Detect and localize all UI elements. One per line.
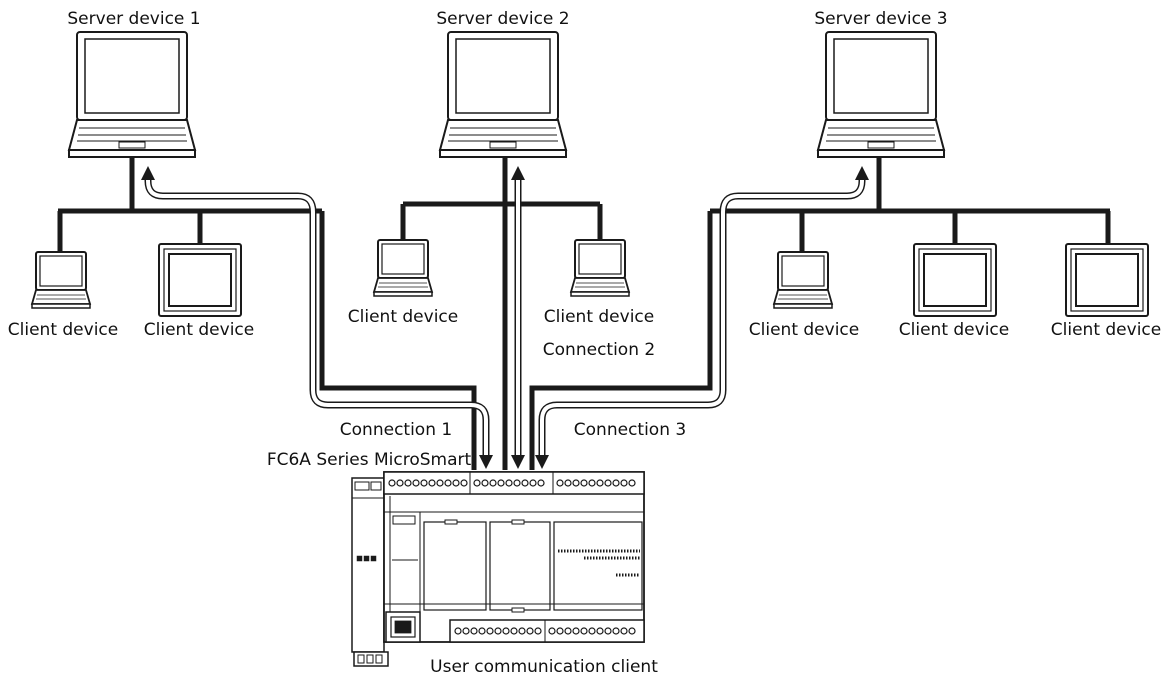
server3-label: Server device 3 <box>814 9 948 29</box>
client2-panel-icon <box>158 243 242 317</box>
terminal-screw <box>462 627 470 635</box>
server1-laptop-icon <box>68 31 196 158</box>
terminal-screw <box>572 627 580 635</box>
terminal-screw <box>580 479 588 487</box>
terminal-screw <box>412 479 420 487</box>
terminal-screw <box>444 479 452 487</box>
terminal-screw <box>454 627 462 635</box>
terminal-screw <box>404 479 412 487</box>
server1-label: Server device 1 <box>67 9 201 29</box>
terminal-screw <box>534 627 542 635</box>
client4-label: Client device <box>543 307 655 327</box>
terminal-screw <box>612 479 620 487</box>
client2-label: Client device <box>143 320 255 340</box>
terminal-screw <box>526 627 534 635</box>
terminal-screw <box>596 627 604 635</box>
client3-label: Client device <box>347 307 459 327</box>
terminal-screw <box>529 479 537 487</box>
terminal-screw <box>521 479 529 487</box>
terminal-screw <box>537 479 545 487</box>
server2-label: Server device 2 <box>436 9 570 29</box>
client5-laptop-icon <box>773 251 833 309</box>
terminal-screw <box>436 479 444 487</box>
terminal-screw <box>481 479 489 487</box>
network1-to-plc <box>319 211 477 470</box>
terminal-screw <box>588 479 596 487</box>
terminal-screw <box>604 627 612 635</box>
terminal-screw <box>428 479 436 487</box>
terminal-screw <box>513 479 521 487</box>
server2-laptop-icon <box>439 31 567 158</box>
terminal-screw <box>620 479 628 487</box>
connection2-arrowhead-bottom <box>511 455 525 469</box>
terminal-screw <box>556 479 564 487</box>
connection3-arrowhead-top <box>855 166 869 180</box>
server3-laptop-icon <box>817 31 945 158</box>
terminal-screw <box>478 627 486 635</box>
terminal-screw <box>628 627 636 635</box>
terminal-screw <box>604 479 612 487</box>
client4-laptop-icon <box>570 239 630 297</box>
client6-label: Client device <box>898 320 1010 340</box>
client5-label: Client device <box>748 320 860 340</box>
network-bus <box>57 156 1111 470</box>
terminal-screw <box>580 627 588 635</box>
client1-label: Client device <box>7 320 119 340</box>
terminal-screw <box>548 627 556 635</box>
terminal-screw <box>620 627 628 635</box>
terminal-screw <box>452 479 460 487</box>
connection-arrows <box>141 166 869 469</box>
terminal-screw <box>572 479 580 487</box>
connection1-arrowhead-top <box>141 166 155 180</box>
connection3-label: Connection 3 <box>573 420 687 440</box>
client1-laptop-icon <box>31 251 91 309</box>
terminal-screw <box>486 627 494 635</box>
terminal-screw <box>628 479 636 487</box>
terminal-screw <box>497 479 505 487</box>
connection2-arrowhead-top <box>511 166 525 180</box>
terminal-screw <box>564 627 572 635</box>
controller-role-label: User communication client <box>430 657 658 677</box>
controller-label: FC6A Series MicroSmart <box>266 450 472 470</box>
connection3-arrowhead-bottom <box>535 455 549 469</box>
terminal-screw <box>494 627 502 635</box>
connection2-label: Connection 2 <box>542 340 656 360</box>
terminal-screw <box>473 479 481 487</box>
terminal-screw <box>588 627 596 635</box>
terminal-screw <box>564 479 572 487</box>
terminal-screw <box>518 627 526 635</box>
terminal-screw <box>388 479 396 487</box>
connection1-arrowhead-bottom <box>479 455 493 469</box>
terminal-screw <box>510 627 518 635</box>
terminal-screw <box>420 479 428 487</box>
client3-laptop-icon <box>373 239 433 297</box>
terminal-screw <box>505 479 513 487</box>
terminal-screw <box>596 479 604 487</box>
terminal-screw <box>556 627 564 635</box>
terminal-screw <box>396 479 404 487</box>
connection1-label: Connection 1 <box>339 420 453 440</box>
plc-terminals <box>388 479 636 635</box>
client6-panel-icon <box>913 243 997 317</box>
terminal-screw <box>612 627 620 635</box>
plc-icon <box>351 471 645 667</box>
terminal-screw <box>489 479 497 487</box>
terminal-screw <box>470 627 478 635</box>
network3-to-plc <box>529 211 713 470</box>
terminal-screw <box>460 479 468 487</box>
terminal-screw <box>502 627 510 635</box>
client7-panel-icon <box>1065 243 1149 317</box>
client7-label: Client device <box>1050 320 1162 340</box>
